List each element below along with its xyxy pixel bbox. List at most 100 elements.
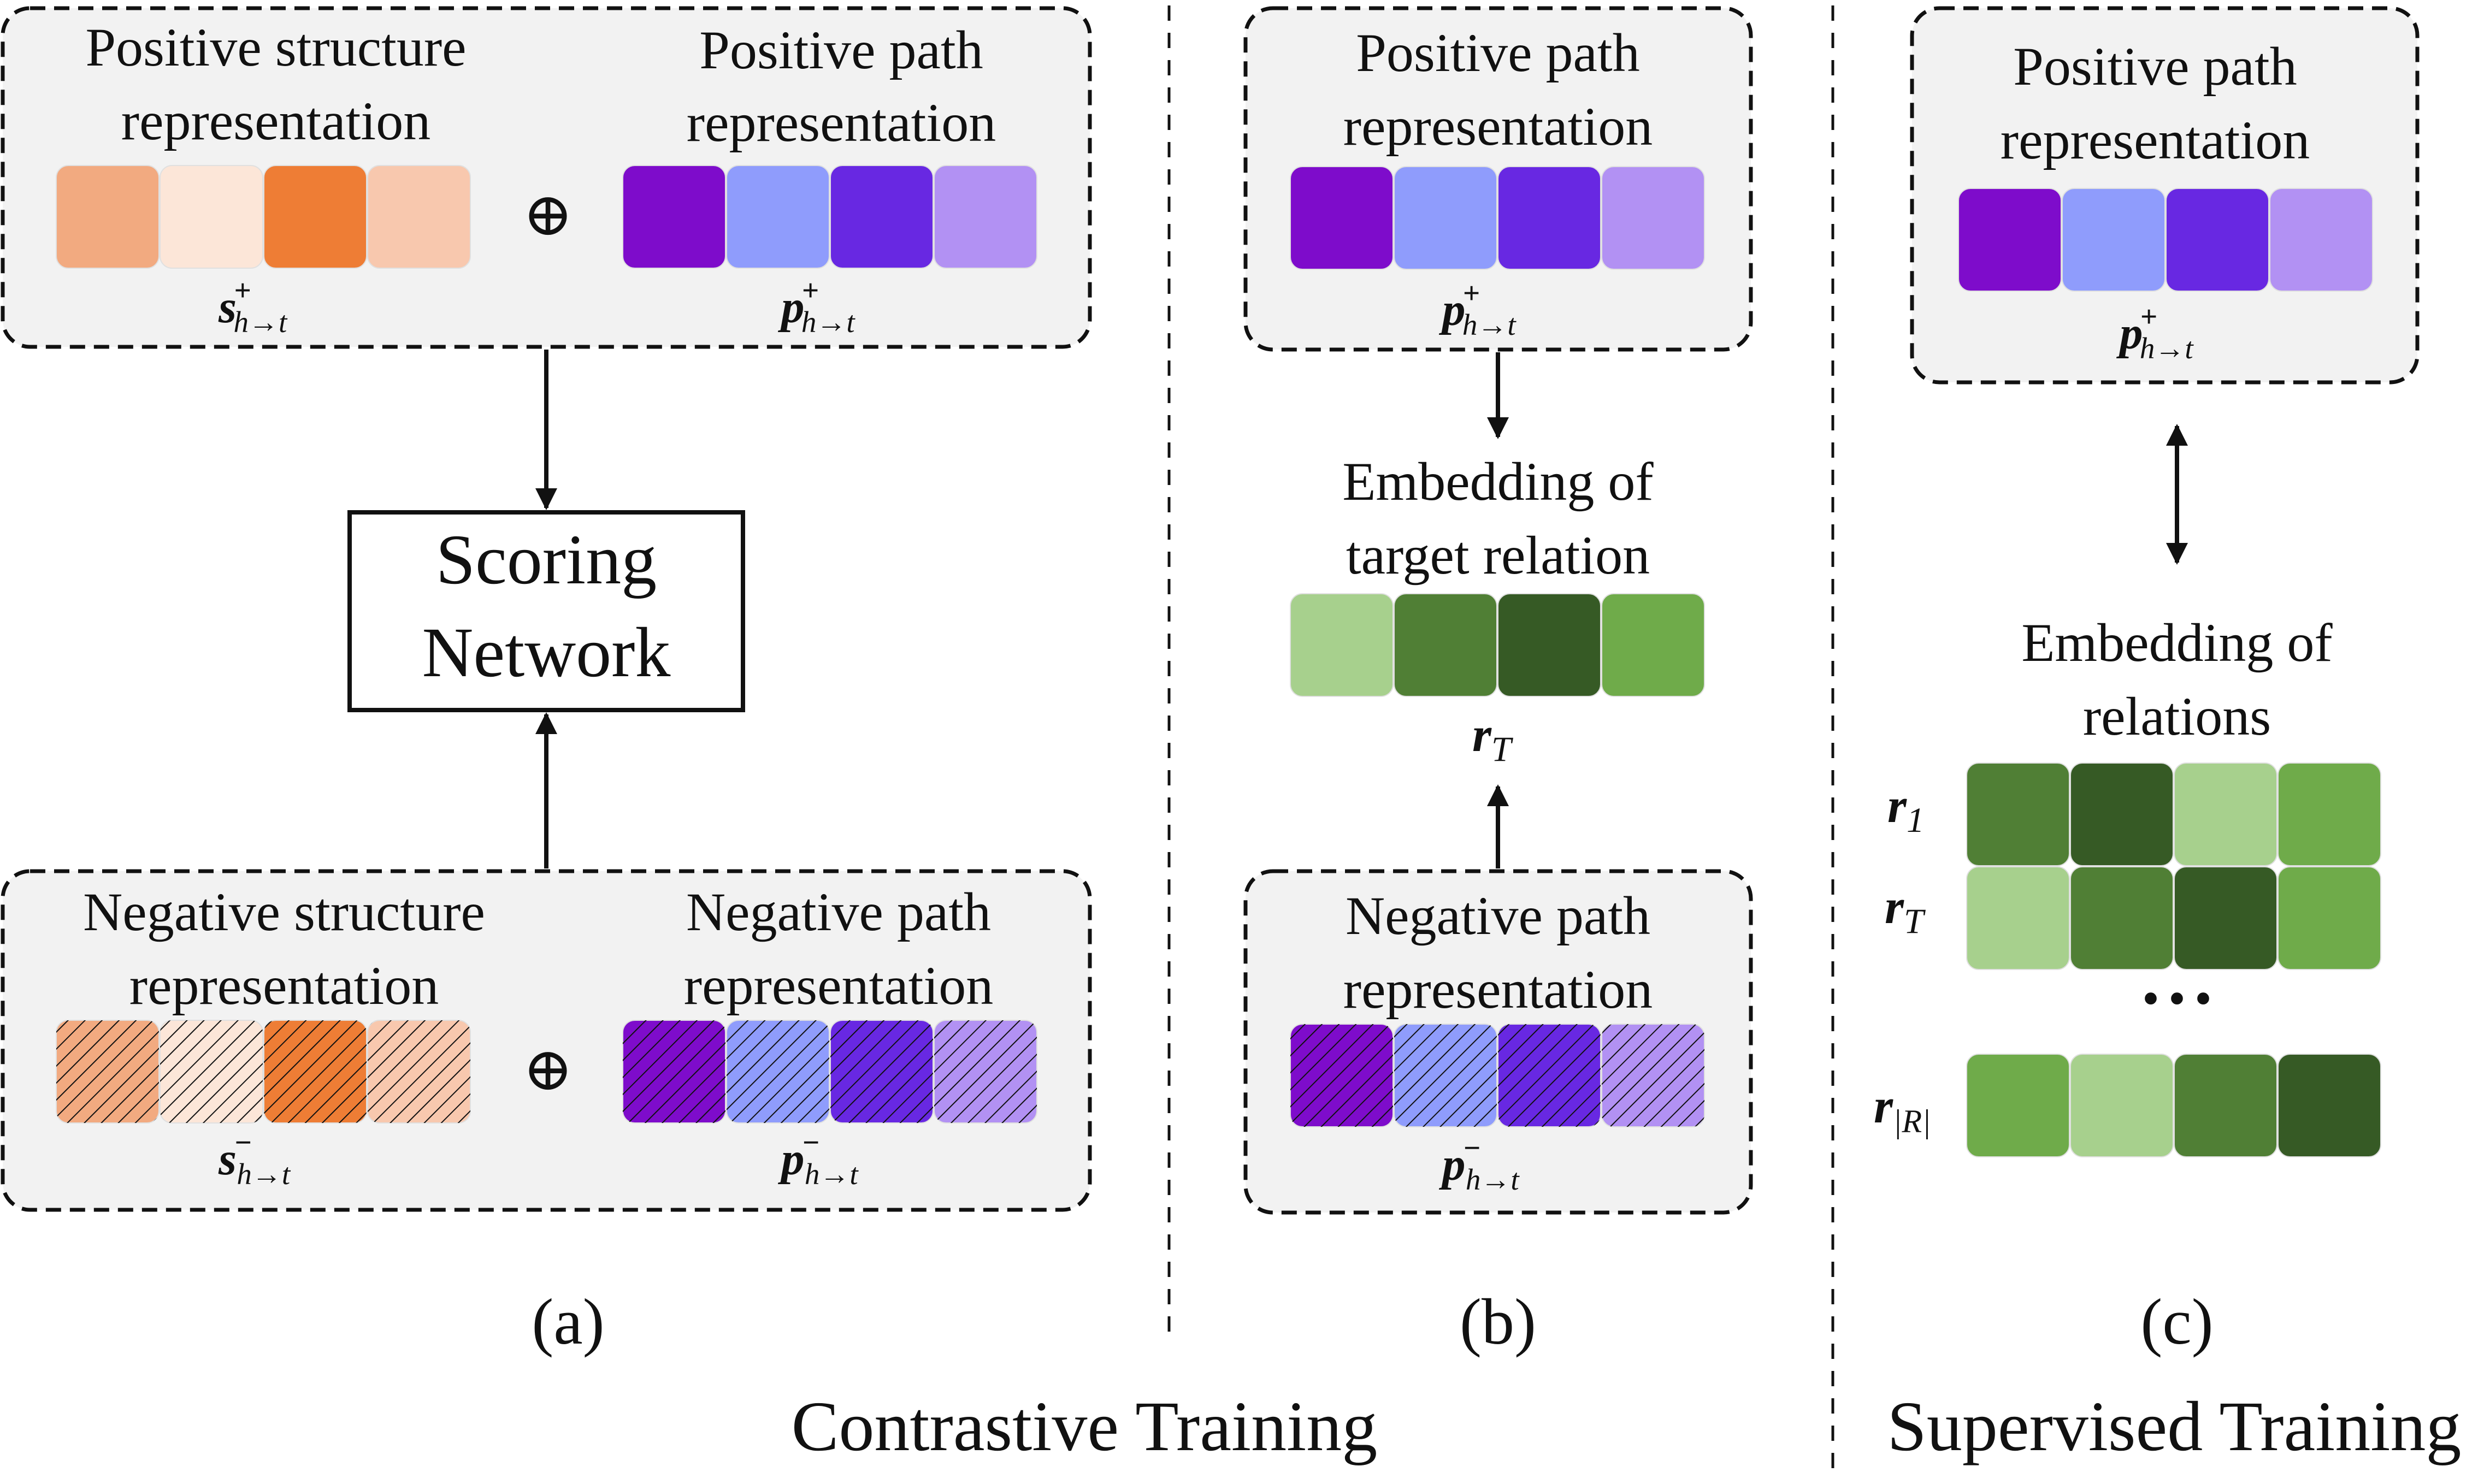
neg-path-vector-b bbox=[1290, 1024, 1705, 1127]
relation-vector-rR-cell-2 bbox=[2070, 1054, 2174, 1157]
relation-vector-rT-cell-2 bbox=[2070, 866, 2174, 970]
oplus-symbol-pos: ⊕ bbox=[523, 181, 573, 248]
neg-struct-title-line1: Negative structure bbox=[83, 882, 485, 942]
pos-path-vector-c-cell-4 bbox=[2269, 188, 2373, 292]
negative-pair-box bbox=[1, 869, 1092, 1212]
pos-structure-vector-cell-3 bbox=[263, 165, 367, 269]
relation-vector-rR-cell-4 bbox=[2277, 1054, 2381, 1157]
p-neg-label-b: p−h→t bbox=[1438, 1131, 1520, 1196]
target-relation-vector-cell-2 bbox=[1394, 593, 1497, 697]
caption-b: (b) bbox=[1460, 1285, 1536, 1358]
pos-path-title-b-line1: Positive path bbox=[1356, 22, 1639, 83]
neg-path-title-line1: Negative path bbox=[686, 882, 991, 942]
pos-path-vector-cell-3 bbox=[830, 165, 934, 269]
caption-a: (a) bbox=[532, 1285, 604, 1358]
pos-path-title-line2: representation bbox=[687, 92, 996, 153]
relation-vector-r1-cell-2 bbox=[2070, 762, 2174, 866]
neg-path-vector-hatch-2 bbox=[727, 1020, 829, 1123]
supervised-training-label: Supervised Training bbox=[1887, 1387, 2462, 1466]
contrastive-training-label: Contrastive Training bbox=[792, 1387, 1378, 1466]
pos-struct-title-line2: representation bbox=[121, 91, 430, 151]
target-relation-vector bbox=[1290, 593, 1705, 697]
s-neg-label: s−h→t bbox=[218, 1126, 291, 1191]
panel-a: Positive structure representation Positi… bbox=[1, 6, 1092, 1358]
neg-structure-vector-hatch-1 bbox=[56, 1020, 159, 1123]
relation-vector-rR bbox=[1966, 1054, 2381, 1157]
relation-vector-r1 bbox=[1966, 762, 2381, 866]
ellipsis: • • • bbox=[2143, 975, 2211, 1023]
relation-vector-rT-cell-3 bbox=[2174, 866, 2277, 970]
neg-path-vector-hatch-1 bbox=[623, 1020, 725, 1123]
neg-structure-vector-hatch-2 bbox=[160, 1020, 263, 1123]
scoring-network-line2: Network bbox=[422, 613, 671, 692]
pos-struct-title-line1: Positive structure bbox=[85, 17, 466, 78]
neg-struct-title-line2: representation bbox=[129, 955, 439, 1016]
neg-path-vector-hatch-3 bbox=[830, 1020, 933, 1123]
scoring-network-line1: Scoring bbox=[436, 521, 657, 599]
r-T-label-b: rT bbox=[1472, 708, 1513, 769]
neg-path-title-line2: representation bbox=[684, 955, 993, 1016]
pos-path-vector-c-cell-2 bbox=[2062, 188, 2166, 292]
pos-path-title-c-line1: Positive path bbox=[2013, 36, 2297, 97]
pos-structure-vector-cell-4 bbox=[367, 165, 471, 269]
pos-path-vector-cell-1 bbox=[622, 165, 726, 269]
r-1-label: r1 bbox=[1887, 779, 1925, 840]
neg-structure-vector-hatch-3 bbox=[264, 1020, 367, 1123]
neg-structure-vector bbox=[56, 1020, 471, 1124]
embed-target-title-line1: Embedding of bbox=[1342, 451, 1654, 512]
target-relation-vector-cell-1 bbox=[1290, 593, 1394, 697]
pos-path-vector-c bbox=[1958, 188, 2373, 292]
relation-vector-r1-cell-1 bbox=[1966, 762, 2070, 866]
p-pos-label-b: p+h→t bbox=[1438, 276, 1517, 341]
neg-path-vector bbox=[622, 1020, 1037, 1124]
target-relation-vector-cell-3 bbox=[1497, 593, 1601, 697]
caption-c: (c) bbox=[2140, 1285, 2213, 1358]
embed-relations-title-line1: Embedding of bbox=[2021, 612, 2333, 673]
pos-structure-vector-cell-1 bbox=[56, 165, 160, 269]
relation-vector-rT-cell-1 bbox=[1966, 866, 2070, 970]
relation-vector-rR-cell-1 bbox=[1966, 1054, 2070, 1157]
pos-path-vector-b-cell-4 bbox=[1601, 166, 1705, 270]
pos-path-vector-c-cell-1 bbox=[1958, 188, 2062, 292]
panel-c: Positive path representation p+h→t Embed… bbox=[1874, 6, 2420, 1358]
neg-path-vector-hatch-4 bbox=[934, 1020, 1037, 1123]
neg-path-vector-b-hatch-1 bbox=[1290, 1024, 1393, 1127]
pos-path-vector-c-cell-3 bbox=[2166, 188, 2269, 292]
p-pos-label: p+h→t bbox=[777, 274, 855, 339]
embed-target-title-line2: target relation bbox=[1346, 525, 1650, 586]
r-T-label-c: rT bbox=[1885, 880, 1926, 941]
r-R-label: r|R| bbox=[1874, 1079, 1931, 1139]
pos-path-vector-b-cell-2 bbox=[1394, 166, 1497, 270]
relation-vector-rT-cell-4 bbox=[2277, 866, 2381, 970]
pos-path-vector-b-cell-1 bbox=[1290, 166, 1394, 270]
scoring-network-box bbox=[347, 510, 745, 712]
p-pos-label-c: p+h→t bbox=[2116, 300, 2194, 365]
s-pos-label: s+h→t bbox=[218, 274, 288, 339]
oplus-symbol-neg: ⊕ bbox=[523, 1036, 573, 1103]
pos-path-vector-cell-2 bbox=[726, 165, 830, 269]
embed-relations-title-line2: relations bbox=[2083, 686, 2271, 747]
neg-path-title-b-line2: representation bbox=[1343, 959, 1653, 1020]
pos-structure-vector-cell-2 bbox=[160, 165, 263, 269]
relation-vector-rT bbox=[1966, 866, 2381, 970]
p-neg-label: p−h→t bbox=[777, 1126, 859, 1191]
pos-structure-vector bbox=[56, 165, 471, 269]
target-relation-vector-cell-4 bbox=[1601, 593, 1705, 697]
panel-b: Positive path representation p+h→t Embed… bbox=[1243, 6, 1753, 1358]
relation-vector-r1-cell-3 bbox=[2174, 762, 2277, 866]
neg-path-vector-b-hatch-2 bbox=[1394, 1024, 1497, 1127]
neg-path-title-b-line1: Negative path bbox=[1346, 885, 1650, 946]
pos-path-vector-cell-4 bbox=[934, 165, 1037, 269]
pos-path-title-c-line2: representation bbox=[2001, 110, 2310, 170]
neg-structure-vector-hatch-4 bbox=[368, 1020, 470, 1123]
pos-path-vector-b-cell-3 bbox=[1497, 166, 1601, 270]
pos-path-title-line1: Positive path bbox=[699, 20, 983, 80]
pos-path-title-b-line2: representation bbox=[1343, 96, 1653, 157]
neg-path-vector-b-hatch-3 bbox=[1498, 1024, 1601, 1127]
pos-path-vector-b bbox=[1290, 166, 1705, 270]
relation-vector-rR-cell-3 bbox=[2174, 1054, 2277, 1157]
pos-path-vector bbox=[622, 165, 1037, 269]
relation-vector-r1-cell-4 bbox=[2277, 762, 2381, 866]
neg-path-vector-b-hatch-4 bbox=[1602, 1024, 1704, 1127]
